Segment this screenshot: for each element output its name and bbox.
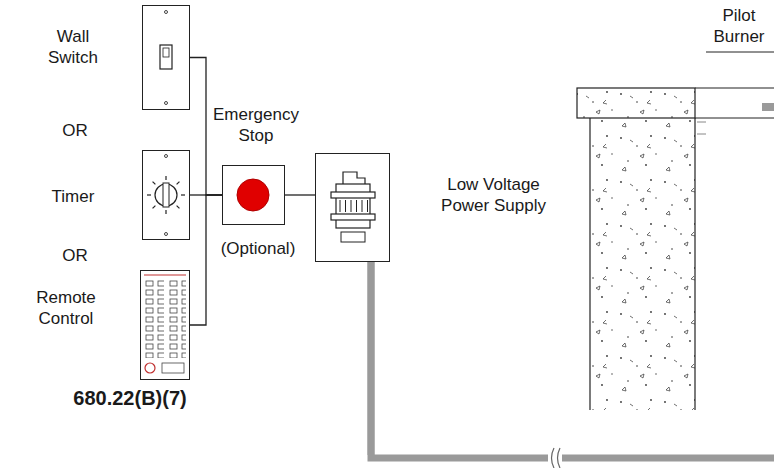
wire xyxy=(190,195,222,325)
node-label: Remote Control xyxy=(16,287,116,329)
component-label: Pilot Burner xyxy=(705,5,773,47)
node-label: Emergency Stop xyxy=(211,104,301,146)
remote-control: Remote Control xyxy=(140,270,190,380)
node-label: Timer xyxy=(33,186,113,207)
node-label: Wall Switch xyxy=(33,26,113,68)
wire xyxy=(285,194,315,195)
node-label: (Optional) xyxy=(213,238,303,259)
or-text: OR xyxy=(45,245,105,266)
or-text: OR xyxy=(45,120,105,141)
wall-switch: Wall Switch xyxy=(142,5,190,110)
node-label: Low Voltage Power Supply xyxy=(436,174,551,216)
code-reference: 680.22(B)(7) xyxy=(55,386,205,410)
emergency-stop: Emergency Stop(Optional) xyxy=(222,165,285,225)
timer: Timer xyxy=(142,150,190,240)
wire xyxy=(190,58,222,196)
power-supply: Low Voltage Power Supply xyxy=(315,153,390,262)
